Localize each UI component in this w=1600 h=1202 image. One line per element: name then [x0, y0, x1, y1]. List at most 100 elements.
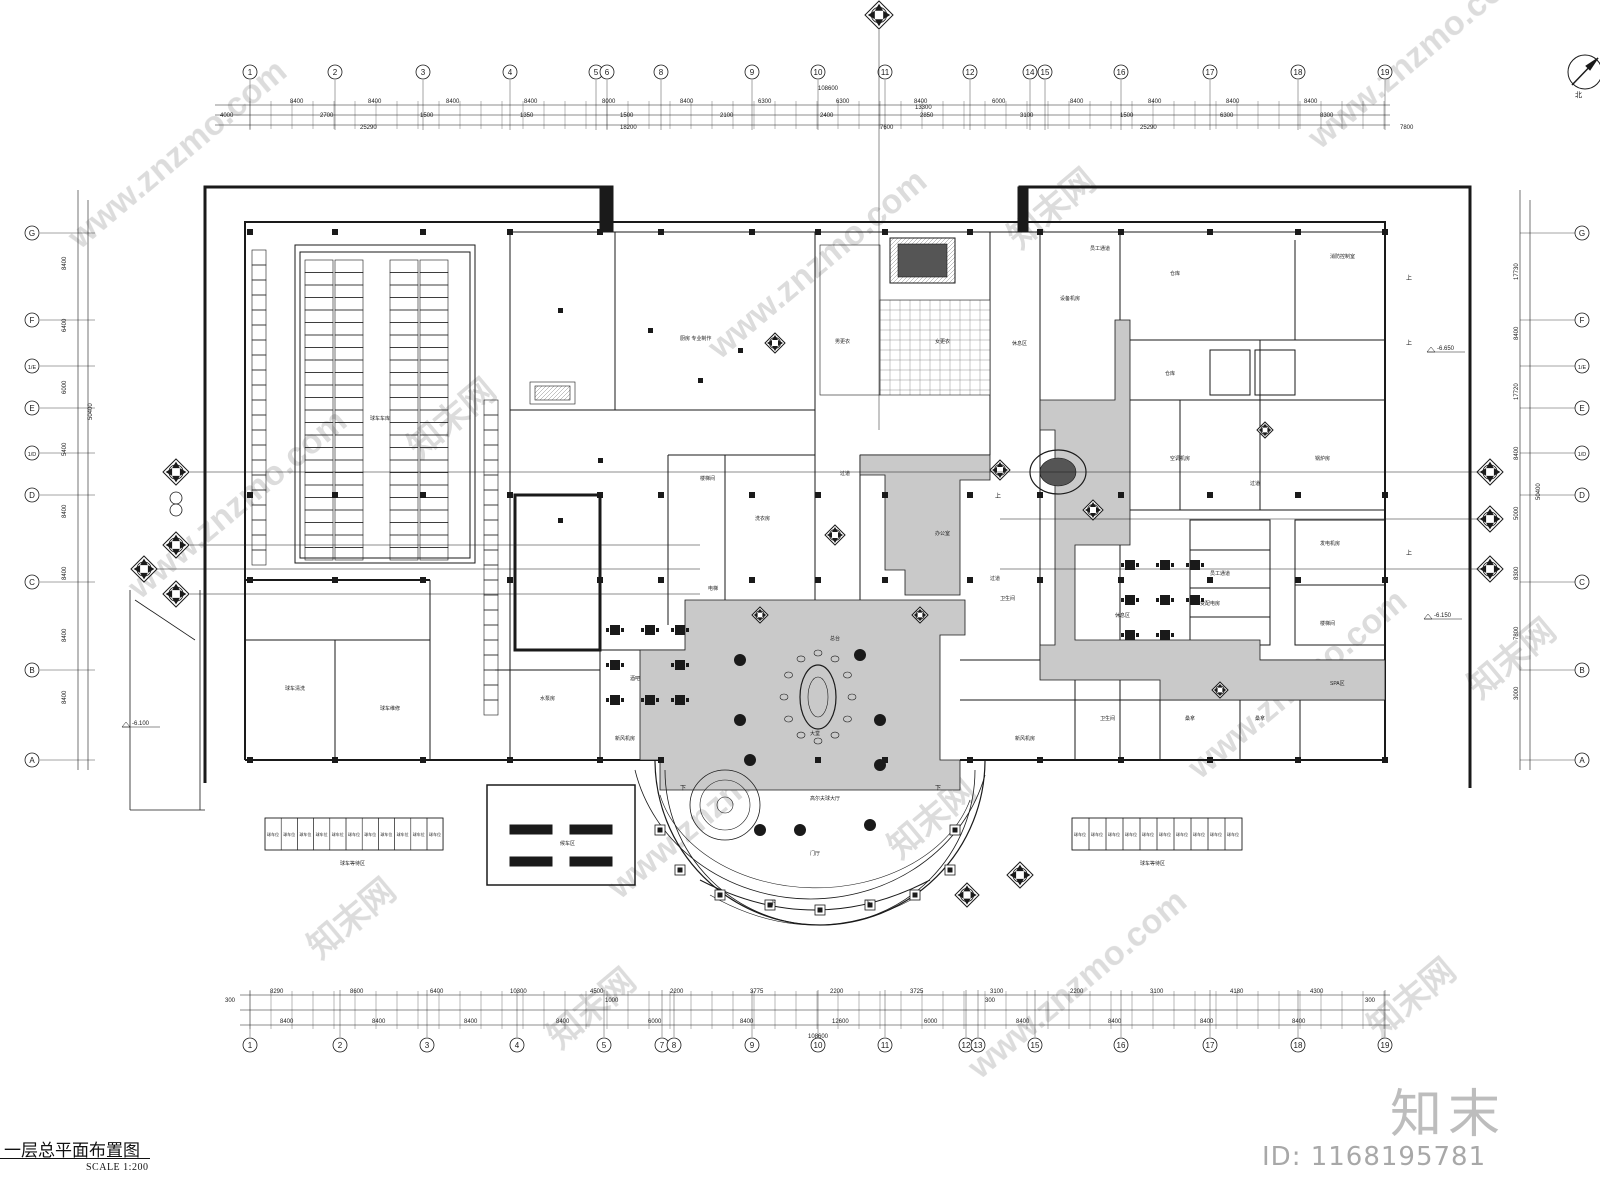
dim-top-row1: 8400 — [524, 99, 538, 105]
lobby-seat — [779, 693, 789, 701]
marker-arrow — [1486, 522, 1494, 530]
column — [1382, 757, 1388, 763]
lobby-seat — [843, 671, 852, 679]
dim-bottom-row2: 6000 — [924, 1019, 938, 1025]
parking-bay — [334, 372, 364, 386]
elevation-index-icon — [1211, 681, 1229, 699]
planter — [817, 907, 823, 913]
cart-space-label: 球车位 — [299, 831, 311, 837]
grid-bubble-top — [1202, 64, 1218, 80]
lounge-chair — [1186, 563, 1189, 567]
cart-slot — [251, 399, 267, 416]
column — [749, 577, 755, 583]
parking-bay — [389, 509, 419, 523]
dim-top-total: 108600 — [818, 86, 839, 92]
grid-label-row: 1/E — [1578, 365, 1587, 371]
lounge-table — [645, 695, 655, 705]
cart-space-label: 球车位 — [332, 831, 344, 837]
lounge-chair — [641, 698, 644, 702]
room-label: 桑拿 — [1255, 715, 1265, 722]
lobby-seat — [796, 731, 806, 739]
marker-arrow — [778, 340, 783, 346]
planter — [767, 902, 773, 908]
marker-arrow — [1217, 683, 1223, 688]
grid-label-bottom: 16 — [1117, 1041, 1126, 1050]
section-marker — [169, 503, 183, 517]
lounge-chair — [686, 663, 689, 667]
column — [332, 492, 338, 498]
elevation-index-icon — [1476, 555, 1504, 583]
marker-arrow — [1090, 502, 1096, 507]
watermark-image-id: ID: 1168195781 — [1262, 1142, 1487, 1172]
parking-bay — [334, 522, 364, 536]
grid-bubble-row — [24, 445, 40, 461]
grid-bubble-top — [810, 64, 826, 80]
grid-label-top: 4 — [508, 68, 513, 77]
cart-slot — [251, 249, 267, 266]
room-label: 空调机房 — [1170, 455, 1190, 462]
column — [1207, 492, 1213, 498]
column — [749, 492, 755, 498]
marker-arrow — [1258, 427, 1263, 433]
column — [558, 308, 563, 313]
room-label: 酒吧 — [630, 675, 640, 682]
column — [815, 229, 821, 235]
grid-label-top: 19 — [1381, 68, 1390, 77]
marker-arrow — [1493, 565, 1501, 573]
parking-bay — [304, 272, 334, 286]
cart-slot — [483, 414, 499, 431]
grid-bubble-row — [24, 487, 40, 503]
parking-bay — [389, 472, 419, 486]
dim-bottom-row2: 8400 — [280, 1019, 294, 1025]
parking-bay — [419, 509, 449, 523]
grid-bubble-bottom — [1202, 1037, 1218, 1053]
dim-top-row3: 2850 — [920, 113, 934, 119]
dim-top-row2: 7600 — [880, 125, 894, 131]
marker-arrow — [1267, 427, 1272, 433]
column — [1037, 577, 1043, 583]
parking-bay — [389, 272, 419, 286]
circulation-hatch — [639, 319, 1386, 791]
parking-bay — [334, 309, 364, 323]
column-round — [734, 714, 746, 726]
planter — [677, 867, 683, 873]
marker-arrow — [1217, 692, 1223, 697]
lounge-chair — [686, 628, 689, 632]
column — [597, 577, 603, 583]
parking-bay — [389, 484, 419, 498]
grid-bubble-bottom — [1377, 1037, 1393, 1053]
cart-space-label: 球车位 — [1091, 831, 1103, 837]
dim-top-overall: 13300 — [915, 105, 932, 111]
cart-slot — [483, 444, 499, 461]
parking-bay — [334, 547, 364, 561]
dim-bottom-row2: 8400 — [372, 1019, 386, 1025]
parking-bay — [419, 372, 449, 386]
column — [1118, 757, 1124, 763]
grid-label-top: 1 — [248, 68, 253, 77]
marker-arrow — [1486, 558, 1494, 566]
room-label: 球车车库 — [370, 415, 390, 422]
column — [882, 229, 888, 235]
column — [420, 229, 426, 235]
marker-arrow — [917, 608, 923, 613]
dim-left: 6000 — [62, 380, 68, 394]
marker-arrow — [838, 532, 843, 538]
dim-bottom-row1: 4500 — [590, 989, 604, 995]
parking-bay — [419, 297, 449, 311]
marker-arrow — [165, 468, 173, 476]
grid-label-row: C — [1579, 578, 1585, 587]
lounge-chair — [1121, 598, 1124, 602]
dim-top-row3: 3100 — [1020, 113, 1034, 119]
column — [420, 577, 426, 583]
room-label: 办公室 — [935, 530, 950, 537]
stair-direction: 上 — [1406, 274, 1412, 282]
grid-label-top: 8 — [659, 68, 664, 77]
dim-right: 5000 — [1514, 506, 1520, 520]
column — [1295, 229, 1301, 235]
cart-slot — [251, 414, 267, 431]
elevation-index-icon — [1006, 861, 1034, 889]
grid-label-row: B — [29, 666, 34, 675]
parking-bay — [419, 497, 449, 511]
parking-bay — [334, 259, 364, 273]
marker-arrow — [767, 340, 772, 346]
